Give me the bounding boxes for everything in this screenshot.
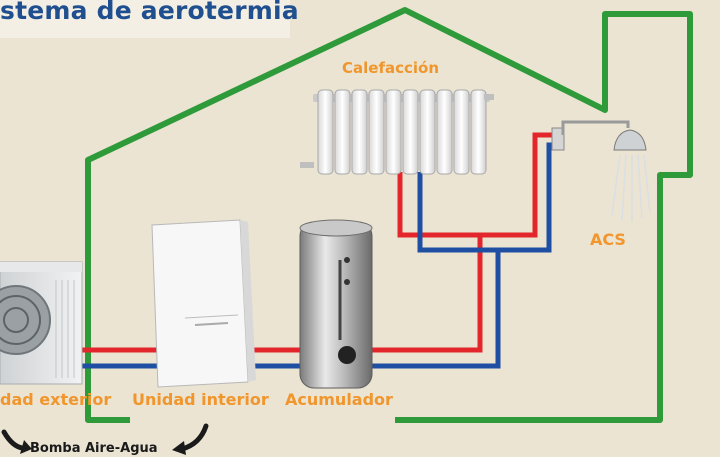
arrow-head-right	[172, 441, 186, 455]
arrow-head-left	[20, 440, 32, 454]
title-band	[0, 0, 290, 38]
indoor-unit	[151, 219, 256, 388]
label-acumulador: Acumulador	[285, 390, 393, 409]
outdoor-unit	[0, 261, 83, 385]
shower-head	[551, 120, 651, 222]
label-bomba: Bomba Aire-Agua	[30, 441, 158, 456]
house-outline	[85, 7, 693, 423]
diagram-title: stema de aerotermia	[0, 0, 299, 25]
label-acs: ACS	[590, 230, 626, 249]
cold-pipes	[0, 142, 555, 369]
label-calefaccion: Calefacción	[342, 59, 440, 77]
label-unidad-exterior: dad exterior	[0, 390, 112, 409]
radiator	[300, 89, 494, 175]
label-unidad-interior: Unidad interior	[132, 390, 269, 409]
water-tank	[299, 219, 373, 389]
